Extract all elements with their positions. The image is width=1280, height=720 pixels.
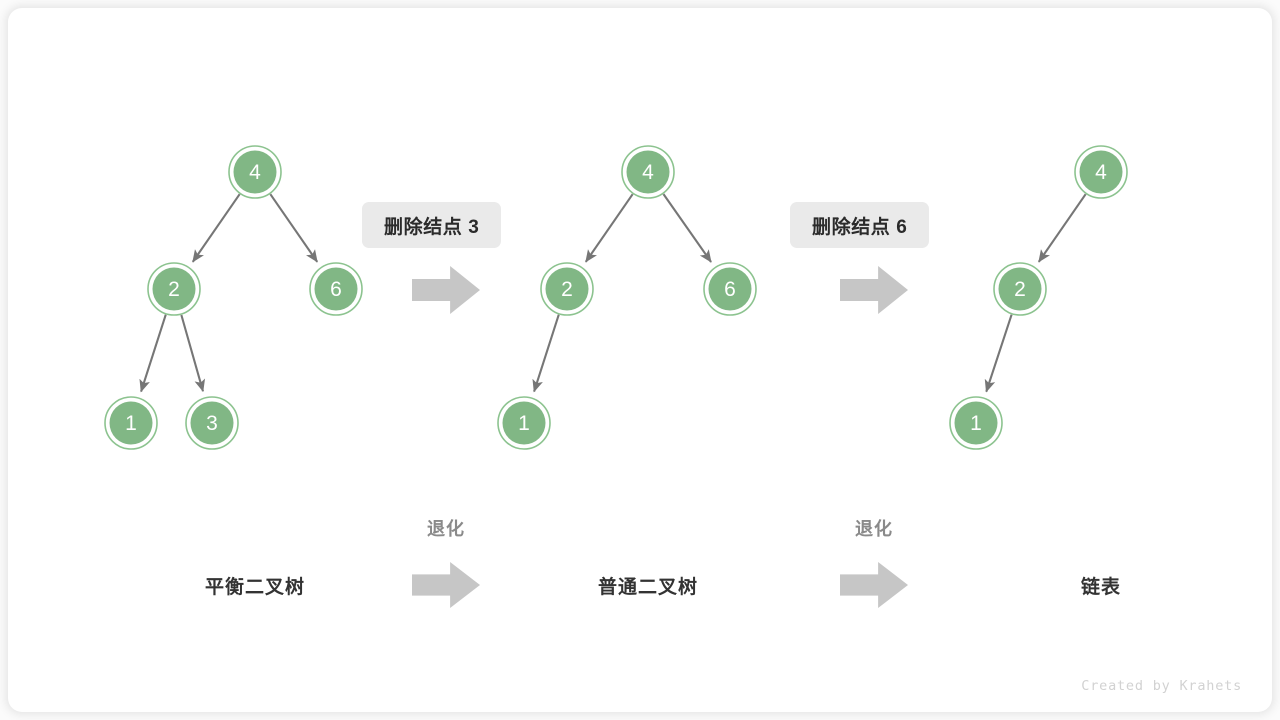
node-value-label: 1 xyxy=(518,412,530,435)
tree-diagram-svg: 4 2 6 1 3 4 2 6 1 4 2 1 xyxy=(104,145,1128,608)
node-value-label: 6 xyxy=(724,278,736,301)
node-fill xyxy=(502,401,546,445)
node-fill xyxy=(626,150,670,194)
node-value-label: 1 xyxy=(125,412,137,435)
tree-edge-l4-to-l2 xyxy=(191,193,241,263)
block-arrow-icon-degenerate-1 xyxy=(412,562,480,608)
node-value-label: 4 xyxy=(249,161,261,184)
tree-edge-m4-to-m6 xyxy=(662,193,712,263)
tree-edge-r4-to-r2 xyxy=(1037,193,1087,263)
caption-linked-list: 链表 xyxy=(1080,577,1122,598)
tree-edge-m2-to-m1 xyxy=(532,314,560,393)
tree-node-balanced-binary-tree-1[interactable]: 1 xyxy=(104,396,158,450)
node-fill xyxy=(109,401,153,445)
tree-edge-m4-to-m2 xyxy=(584,193,634,263)
transition-label-degenerate-2: 退化 xyxy=(855,519,893,539)
node-value-label: 4 xyxy=(1095,161,1107,184)
tree-node-linked-list-2[interactable]: 2 xyxy=(993,262,1047,316)
diagram-canvas: 4 2 6 1 3 4 2 6 1 4 2 1 删除结点 3 删除结点 6 退化 退化 平衡二叉树 普… xyxy=(8,8,1272,712)
tree-node-ordinary-binary-tree-1[interactable]: 1 xyxy=(497,396,551,450)
block-arrow-icon-delete-node-3 xyxy=(412,266,480,314)
tree-node-linked-list-4[interactable]: 4 xyxy=(1074,145,1128,199)
transition-label-degenerate-1: 退化 xyxy=(427,519,465,539)
tree-edge-l4-to-l6 xyxy=(269,193,319,263)
node-fill xyxy=(545,267,589,311)
node-value-label: 2 xyxy=(168,278,180,301)
block-arrow-icon-delete-node-6 xyxy=(840,266,908,314)
node-value-label: 2 xyxy=(1014,278,1026,301)
tree-node-ordinary-binary-tree-4[interactable]: 4 xyxy=(621,145,675,199)
tree-node-ordinary-binary-tree-6[interactable]: 6 xyxy=(703,262,757,316)
node-fill xyxy=(190,401,234,445)
tree-edge-l2-to-l3 xyxy=(180,314,206,393)
node-fill xyxy=(314,267,358,311)
watermark-credit: Created by Krahets xyxy=(1081,678,1242,694)
node-value-label: 6 xyxy=(330,278,342,301)
tree-edge-r2-to-r1 xyxy=(984,314,1013,393)
node-fill xyxy=(998,267,1042,311)
tree-node-balanced-binary-tree-6[interactable]: 6 xyxy=(309,262,363,316)
tree-node-balanced-binary-tree-3[interactable]: 3 xyxy=(185,396,239,450)
node-fill xyxy=(233,150,277,194)
tree-node-balanced-binary-tree-4[interactable]: 4 xyxy=(228,145,282,199)
tree-edge-l2-to-l1 xyxy=(139,314,167,393)
node-fill xyxy=(1079,150,1123,194)
node-fill xyxy=(152,267,196,311)
caption-ordinary-binary-tree: 普通二叉树 xyxy=(597,577,699,598)
block-arrows-layer xyxy=(412,266,908,608)
operation-label-delete-node-6: 删除结点 6 xyxy=(790,202,930,248)
tree-node-linked-list-1[interactable]: 1 xyxy=(949,396,1003,450)
node-value-label: 3 xyxy=(206,412,218,435)
block-arrow-icon-degenerate-2 xyxy=(840,562,908,608)
node-fill xyxy=(708,267,752,311)
node-fill xyxy=(954,401,998,445)
node-value-label: 4 xyxy=(642,161,654,184)
tree-edges-layer xyxy=(139,193,1087,393)
tree-nodes-layer: 4 2 6 1 3 4 2 6 1 4 2 1 xyxy=(104,145,1128,450)
node-value-label: 2 xyxy=(561,278,573,301)
operation-label-delete-node-3: 删除结点 3 xyxy=(362,202,502,248)
tree-node-ordinary-binary-tree-2[interactable]: 2 xyxy=(540,262,594,316)
caption-balanced-binary-tree: 平衡二叉树 xyxy=(204,577,306,598)
tree-node-balanced-binary-tree-2[interactable]: 2 xyxy=(147,262,201,316)
node-value-label: 1 xyxy=(970,412,982,435)
